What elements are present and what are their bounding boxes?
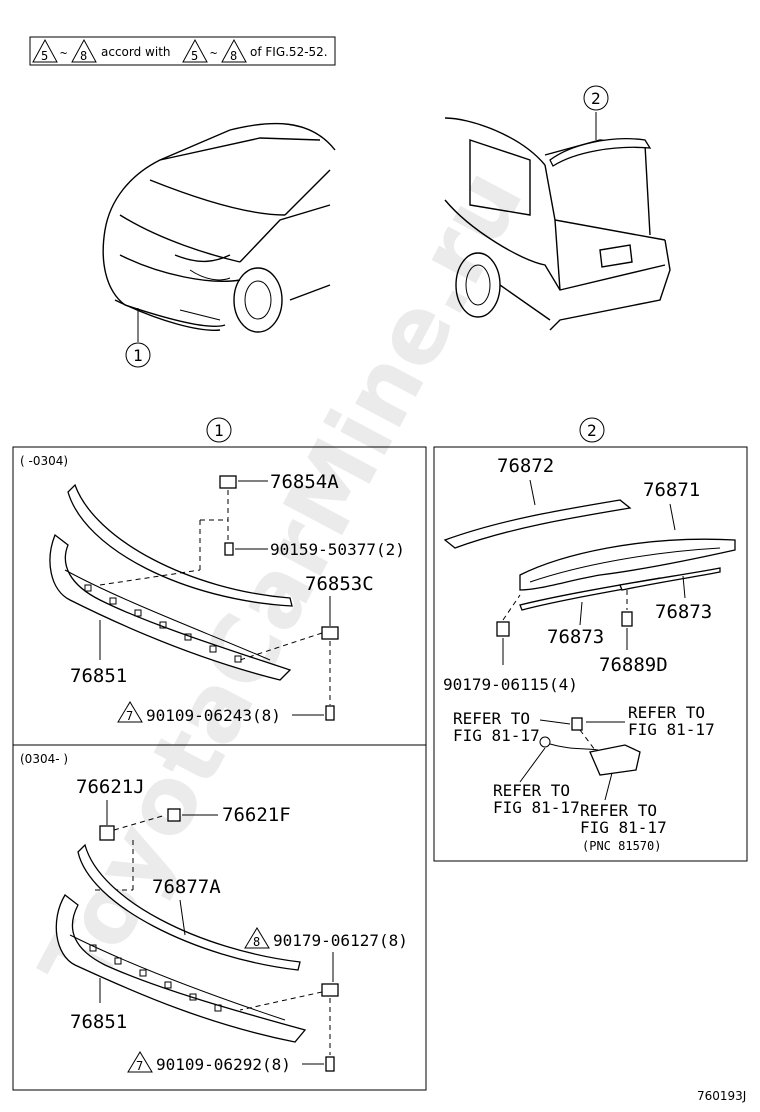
part-76873-left: 76873 <box>547 626 604 648</box>
bolt-icon <box>325 705 335 721</box>
triangle-icon <box>127 1051 153 1073</box>
part-76854A: 76854A <box>270 471 339 493</box>
part-76621J: 76621J <box>76 776 145 798</box>
section-circle-left <box>206 417 232 443</box>
clip-row <box>89 944 222 1012</box>
part-76851-top: 76851 <box>70 665 127 687</box>
nut-icon <box>496 621 510 637</box>
part-90109-06292: 90109-06292(8) <box>156 1055 291 1074</box>
clip-icon <box>321 626 339 640</box>
ref2-line1: REFER TO <box>628 703 705 722</box>
header-tilde-a: ~ <box>60 46 67 60</box>
panel-bottom-left: (0304- ) 76621J 76621F 76877A 8 90179-06… <box>12 744 427 1091</box>
ref3-line1: REFER TO <box>493 781 570 800</box>
part-76853C: 76853C <box>305 573 374 595</box>
retainer-icon <box>219 475 237 489</box>
panel-right: 76872 76871 76873 76873 76889D 90179-061… <box>433 446 748 862</box>
overview-callout-rear: 2 <box>591 89 601 108</box>
section-circle-right <box>579 417 605 443</box>
header-tri-d: 8 <box>230 49 237 63</box>
part-90179-06115: 90179-06115(4) <box>443 675 578 694</box>
triangle-icon <box>32 38 58 63</box>
callout-circle <box>583 85 609 111</box>
header-note: 5 ~ 8 accord with 5 ~ 8 of FIG.52-52. <box>29 36 336 66</box>
front-car-illustration: 1 <box>102 122 336 368</box>
ref4-line3: (PNC 81570) <box>582 839 661 853</box>
header-tri-b: 8 <box>80 49 87 63</box>
part-76872: 76872 <box>497 455 554 477</box>
callout-circle <box>125 342 151 368</box>
triangle-icon <box>117 701 143 723</box>
header-text-b: of FIG.52-52. <box>250 45 328 59</box>
triangle-icon <box>244 927 270 949</box>
bulb-icon <box>571 717 583 731</box>
ref2-line2: FIG 81-17 <box>628 720 715 739</box>
clip-icon <box>321 983 339 997</box>
triangle-icon <box>221 38 247 63</box>
panel-top-left-range: ( -0304) <box>20 454 68 468</box>
part-90159-50377: 90159-50377(2) <box>270 540 405 559</box>
section-header-left: 1 <box>214 421 224 440</box>
figure-code: 760193J <box>697 1089 746 1103</box>
bolt-icon <box>325 1056 335 1072</box>
retainer-icon <box>99 825 115 841</box>
part-76877A: 76877A <box>152 876 221 898</box>
ref1-line1: REFER TO <box>453 709 530 728</box>
panel-bottom-left-range: (0304- ) <box>20 752 68 766</box>
rear-car-illustration: 2 <box>444 85 671 331</box>
header-tri-c: 5 <box>191 49 198 63</box>
section-header-right: 2 <box>587 421 597 440</box>
screw-icon <box>224 542 234 556</box>
ref4-line1: REFER TO <box>580 801 657 820</box>
part-tri-7-bottom: 7 <box>136 1059 143 1073</box>
part-tri-8: 8 <box>253 935 260 949</box>
header-tilde-b: ~ <box>210 46 217 60</box>
part-76871: 76871 <box>643 479 700 501</box>
triangle-icon <box>182 38 208 63</box>
clip-icon <box>621 611 633 627</box>
ref1-line2: FIG 81-17 <box>453 726 540 745</box>
socket-icon <box>539 736 551 748</box>
overview-callout-front: 1 <box>133 346 143 365</box>
part-76873-right: 76873 <box>655 601 712 623</box>
header-tri-a: 5 <box>41 49 48 63</box>
part-76851-bottom: 76851 <box>70 1011 127 1033</box>
part-90109-06243: 90109-06243(8) <box>146 706 281 725</box>
ref3-line2: FIG 81-17 <box>493 798 580 817</box>
part-76621F: 76621F <box>222 804 291 826</box>
header-text-a: accord with <box>101 45 171 59</box>
triangle-icon <box>71 38 97 63</box>
part-tri-7-top: 7 <box>126 709 133 723</box>
clip-row <box>84 584 242 663</box>
ref4-line2: FIG 81-17 <box>580 818 667 837</box>
part-90179-06127: 90179-06127(8) <box>273 931 408 950</box>
clip-icon <box>167 808 181 822</box>
part-76889D: 76889D <box>599 654 668 676</box>
lamp-icon <box>589 744 641 776</box>
